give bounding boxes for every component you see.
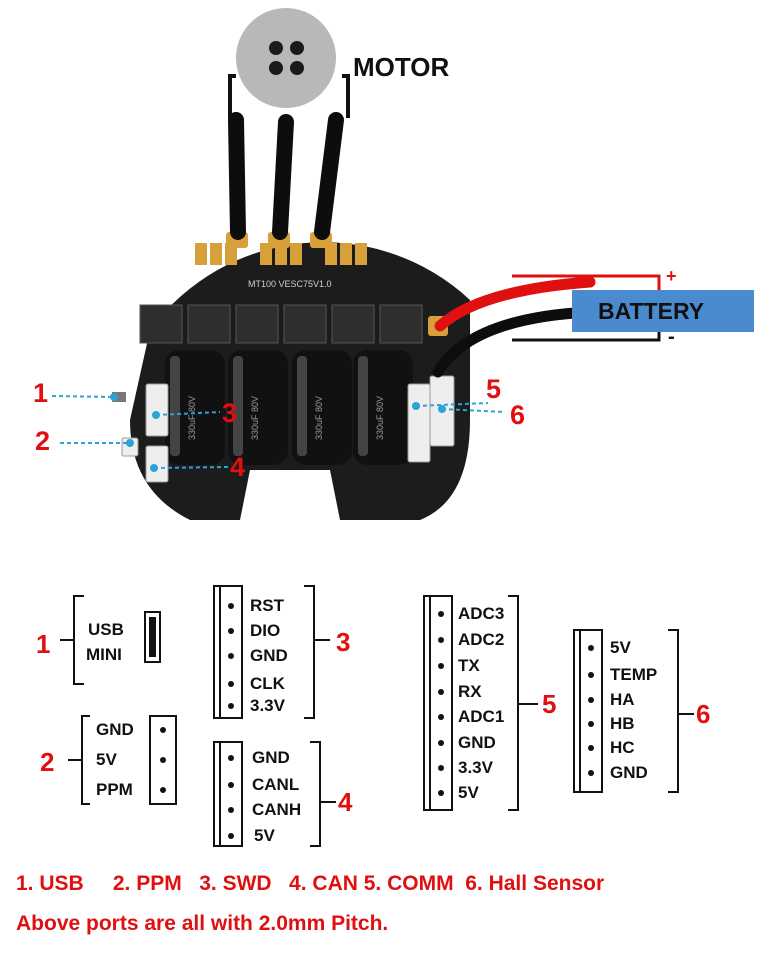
pin-dot <box>588 645 594 651</box>
pinout-3-pin: 3.3V <box>250 696 285 715</box>
callout-5: 5 <box>486 374 502 404</box>
pinout-3-number: 3 <box>336 627 351 657</box>
motor-icon <box>236 8 336 108</box>
pinout-5-pin: 3.3V <box>458 758 493 777</box>
pin-dot <box>228 782 234 788</box>
pinout-4-number: 4 <box>338 787 353 817</box>
pinout-2-number: 2 <box>40 747 55 777</box>
capacitor-marking: 330uF 80V <box>250 396 260 440</box>
battery-minus-sign: - <box>668 326 675 348</box>
battery-plus-sign: + <box>666 266 677 286</box>
pin-dot <box>160 787 166 793</box>
legend-line-2: Above ports are all with 2.0mm Pitch. <box>16 912 389 935</box>
pinout-6-pin: HC <box>610 738 635 757</box>
pinout-6-pin: GND <box>610 763 648 782</box>
pinout-2-pin: GND <box>96 720 134 739</box>
callout-2: 2 <box>35 426 51 456</box>
callout-4: 4 <box>230 452 246 482</box>
board-marking: MT100 VESC75V1.0 <box>248 279 332 289</box>
pinout-4-pin: CANH <box>252 800 302 819</box>
pinout-6-pin: TEMP <box>610 665 658 684</box>
pin-dot <box>228 603 234 609</box>
pinout-3-pin: RST <box>250 596 284 615</box>
pinout-5-pin: ADC2 <box>458 630 505 649</box>
callout-1: 1 <box>33 378 49 408</box>
pin-dot <box>588 672 594 678</box>
pin-dot <box>228 628 234 634</box>
pin-dot <box>228 681 234 687</box>
capacitors <box>165 350 413 465</box>
pinout-4-pin: GND <box>252 748 290 767</box>
pinout-3-pin: CLK <box>250 674 285 693</box>
pinout-5-pin: ADC1 <box>458 707 505 726</box>
pinout-6-pin: HA <box>610 690 635 709</box>
pin-dot <box>438 790 444 796</box>
pin-dot <box>588 770 594 776</box>
pinout-5-pin: TX <box>458 656 480 675</box>
pinout-6-pin: HB <box>610 714 635 733</box>
callout-3: 3 <box>222 398 238 428</box>
pinout-2-pin: PPM <box>96 780 133 799</box>
pin-dot <box>228 833 234 839</box>
pin-dot <box>438 611 444 617</box>
pinout-2-pin: 5V <box>96 750 117 769</box>
pin-dot <box>438 765 444 771</box>
pin-dot <box>160 757 166 763</box>
pinout-4-pin: CANL <box>252 775 300 794</box>
board-illustration: MT100 VESC75V1.0 <box>51 8 754 520</box>
pinout-1-pin-mini: MINI <box>86 645 122 664</box>
pin-dot <box>438 689 444 695</box>
motor-label: MOTOR <box>353 52 450 82</box>
pinout-5-pin: GND <box>458 733 496 752</box>
capacitor-marking: 330uF 80V <box>187 396 197 440</box>
pin-dot <box>588 745 594 751</box>
pin-dot <box>228 653 234 659</box>
pinout-1-pin-usb: USB <box>88 620 124 639</box>
pinout-lines <box>60 585 694 847</box>
pin-dot <box>438 637 444 643</box>
pinout-6-number: 6 <box>696 699 711 729</box>
callout-6: 6 <box>510 400 526 430</box>
pinout-6-pin: 5V <box>610 638 631 657</box>
pinout-5-pin: ADC3 <box>458 604 505 623</box>
pinout-3-pin: DIO <box>250 621 281 640</box>
capacitor-marking: 330uF 80V <box>314 396 324 440</box>
pinout-5-number: 5 <box>542 689 557 719</box>
pinout-4-pin: 5V <box>254 826 275 845</box>
pin-dot <box>160 727 166 733</box>
pinout-5-pin: 5V <box>458 783 479 802</box>
pinout-3-pin: GND <box>250 646 288 665</box>
pinout-1-number: 1 <box>36 629 51 659</box>
pin-dot <box>228 703 234 709</box>
pin-dot <box>228 755 234 761</box>
pin-dot <box>228 807 234 813</box>
pinout-5-pin: RX <box>458 682 482 701</box>
pin-dot <box>588 697 594 703</box>
battery-icon <box>572 290 754 332</box>
pin-dot <box>438 740 444 746</box>
legend-line-1: 1. USB 2. PPM 3. SWD 4. CAN 5. COMM 6. H… <box>16 872 605 895</box>
pin-dot <box>588 721 594 727</box>
pin-dot <box>438 663 444 669</box>
pin-dot <box>438 714 444 720</box>
battery-label: BATTERY <box>598 298 705 324</box>
capacitor-marking: 330uF 80V <box>375 396 385 440</box>
